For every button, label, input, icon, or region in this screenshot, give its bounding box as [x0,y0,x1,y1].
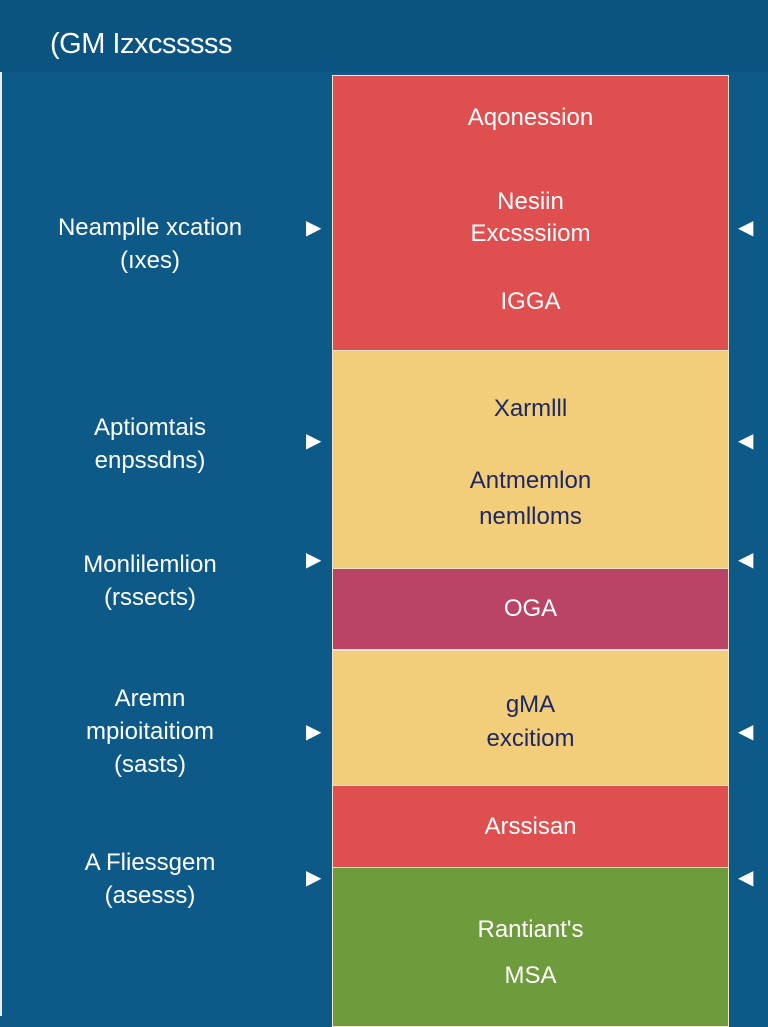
segment-1-label-1: Aqonession [467,104,594,131]
left-label-1-line-1: Neamplle xcation [57,214,243,241]
header-band [0,0,768,72]
left-label-3-line-1: Monlilemlion [83,551,217,578]
arrow-right-icon: ▶ [306,721,322,743]
segment-4-label-1: gMA [505,691,556,718]
left-label-2-line-2: enpssdns) [94,447,206,474]
left-label-4-line-2: mpioitaitiom [85,718,215,745]
segment-2-label-1: Xarmlll [493,395,568,422]
diagram-title: (GM Izxcsssss [50,28,233,60]
left-label-3-line-2: (rssects) [104,584,196,611]
arrow-left-icon: ◀ [738,549,754,571]
segment-6-label-1: Rantiant's [477,916,584,943]
left-label-4-line-3: (sasts) [114,751,186,778]
segment-1-label-4: IGGA [500,288,561,315]
segment-3-label: OGA [503,595,558,622]
segment-4: gMA excitiom [332,650,729,786]
segment-2-label-3: nemlloms [479,503,582,530]
segment-1-label-2: Nesiin [497,188,564,215]
segment-2: Xarmlll Antmemlon nemlloms [332,350,729,569]
left-label-4: Aremn mpioitaitiom (sasts) [0,682,300,781]
arrow-right-icon: ▶ [306,430,322,452]
left-label-5: A Fliessgem (asesss) [0,846,300,912]
arrow-left-icon: ◀ [738,867,754,889]
segment-3: OGA [332,568,729,650]
left-label-5-line-2: (asesss) [104,882,196,909]
segment-1-label-3: Excsssiiom [470,220,591,247]
segment-5: Arssisan [332,785,729,868]
segment-6: Rantiant's MSA [332,867,729,1027]
arrow-right-icon: ▶ [306,867,322,889]
segment-4-label-2: excitiom [486,725,575,752]
left-label-1: Neamplle xcation (ıxes) [0,211,300,277]
arrow-left-icon: ◀ [738,721,754,743]
left-label-5-line-1: A Fliessgem [84,849,216,876]
segment-2-label-2: Antmemlon [469,467,592,494]
arrow-right-icon: ▶ [306,549,322,571]
left-label-2: Aptiomtais enpssdns) [0,411,300,477]
left-border [0,72,2,1016]
arrow-right-icon: ▶ [306,217,322,239]
arrow-left-icon: ◀ [738,430,754,452]
segment-6-label-2: MSA [504,962,557,989]
left-label-4-line-1: Aremn [114,685,186,712]
segment-5-label: Arssisan [484,812,577,840]
left-label-3: Monlilemlion (rssects) [0,548,300,614]
left-label-2-line-1: Aptiomtais [93,414,207,441]
left-label-1-line-2: (ıxes) [120,247,180,274]
segment-1: Aqonession Nesiin Excsssiiom IGGA [332,75,729,351]
arrow-left-icon: ◀ [738,217,754,239]
